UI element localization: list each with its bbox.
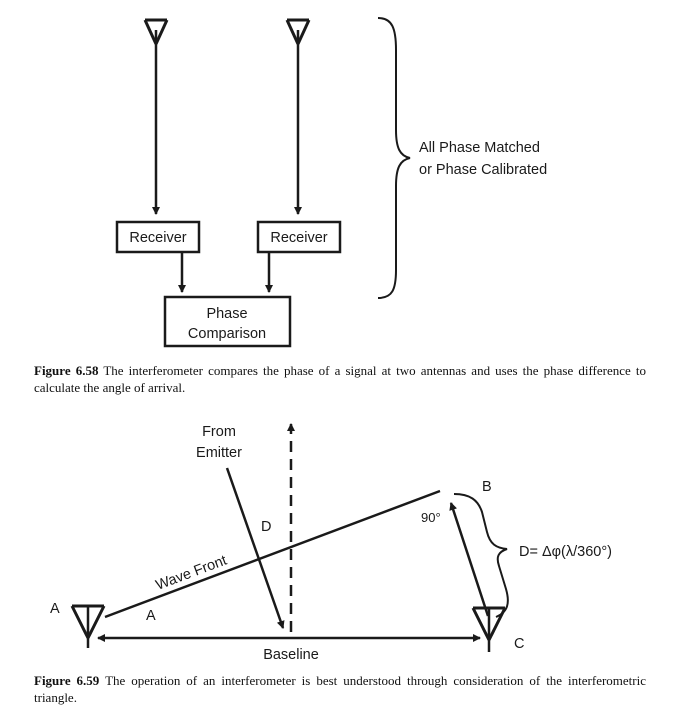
figure-6-58-caption-text: The interferometer compares the phase of…	[34, 363, 647, 395]
brace-label-line1: All Phase Matched	[419, 140, 540, 156]
right-antenna-icon	[285, 18, 311, 45]
wave-front-label: Wave Front	[154, 553, 229, 594]
right-antenna-icon	[471, 606, 507, 652]
figure-6-59-caption-text: The operation of an interferometer is be…	[34, 673, 646, 705]
figure-6-58-caption: Figure 6.58 The interferometer compares …	[34, 362, 646, 396]
figure-6-59-caption: Figure 6.59 The operation of an interfer…	[34, 672, 646, 706]
left-antenna-icon	[70, 604, 106, 648]
figure-6-59-number: Figure 6.59	[34, 673, 100, 688]
phase-matched-brace	[377, 17, 411, 299]
label-d: D	[261, 519, 271, 535]
receiver-left-box	[115, 220, 201, 254]
wave-front-line	[104, 489, 441, 619]
phase-label-line1: Phase	[206, 306, 247, 322]
brace-label-line2: or Phase Calibrated	[419, 162, 547, 178]
label-c: C	[514, 636, 524, 652]
formula-label: D= Δφ(λ/360°)	[519, 544, 612, 560]
label-a-outer: A	[50, 601, 60, 617]
angle-90-label: 90°	[421, 510, 441, 525]
figure-6-58-diagram: Receiver Receiver Phase Comparison All P…	[115, 17, 547, 348]
d-distance-brace	[453, 493, 509, 618]
phase-label-line2: Comparison	[188, 326, 266, 342]
label-b: B	[482, 479, 492, 495]
figure-6-59-diagram: From Emitter D Wave Front 90° B D= Δφ(λ/…	[50, 423, 612, 663]
left-antenna-icon	[143, 18, 169, 45]
receiver-right-label: Receiver	[270, 230, 327, 246]
baseline-label: Baseline	[263, 647, 319, 663]
from-emitter-line1: From	[202, 424, 236, 440]
right-leg-line	[449, 502, 490, 617]
emitter-ray	[225, 467, 285, 629]
receiver-left-label: Receiver	[129, 230, 186, 246]
from-emitter-line2: Emitter	[196, 445, 242, 461]
label-a-angle: A	[146, 608, 156, 624]
figure-6-58-number: Figure 6.58	[34, 363, 99, 378]
phase-comparison-box	[163, 295, 292, 348]
receiver-right-box	[256, 220, 342, 254]
